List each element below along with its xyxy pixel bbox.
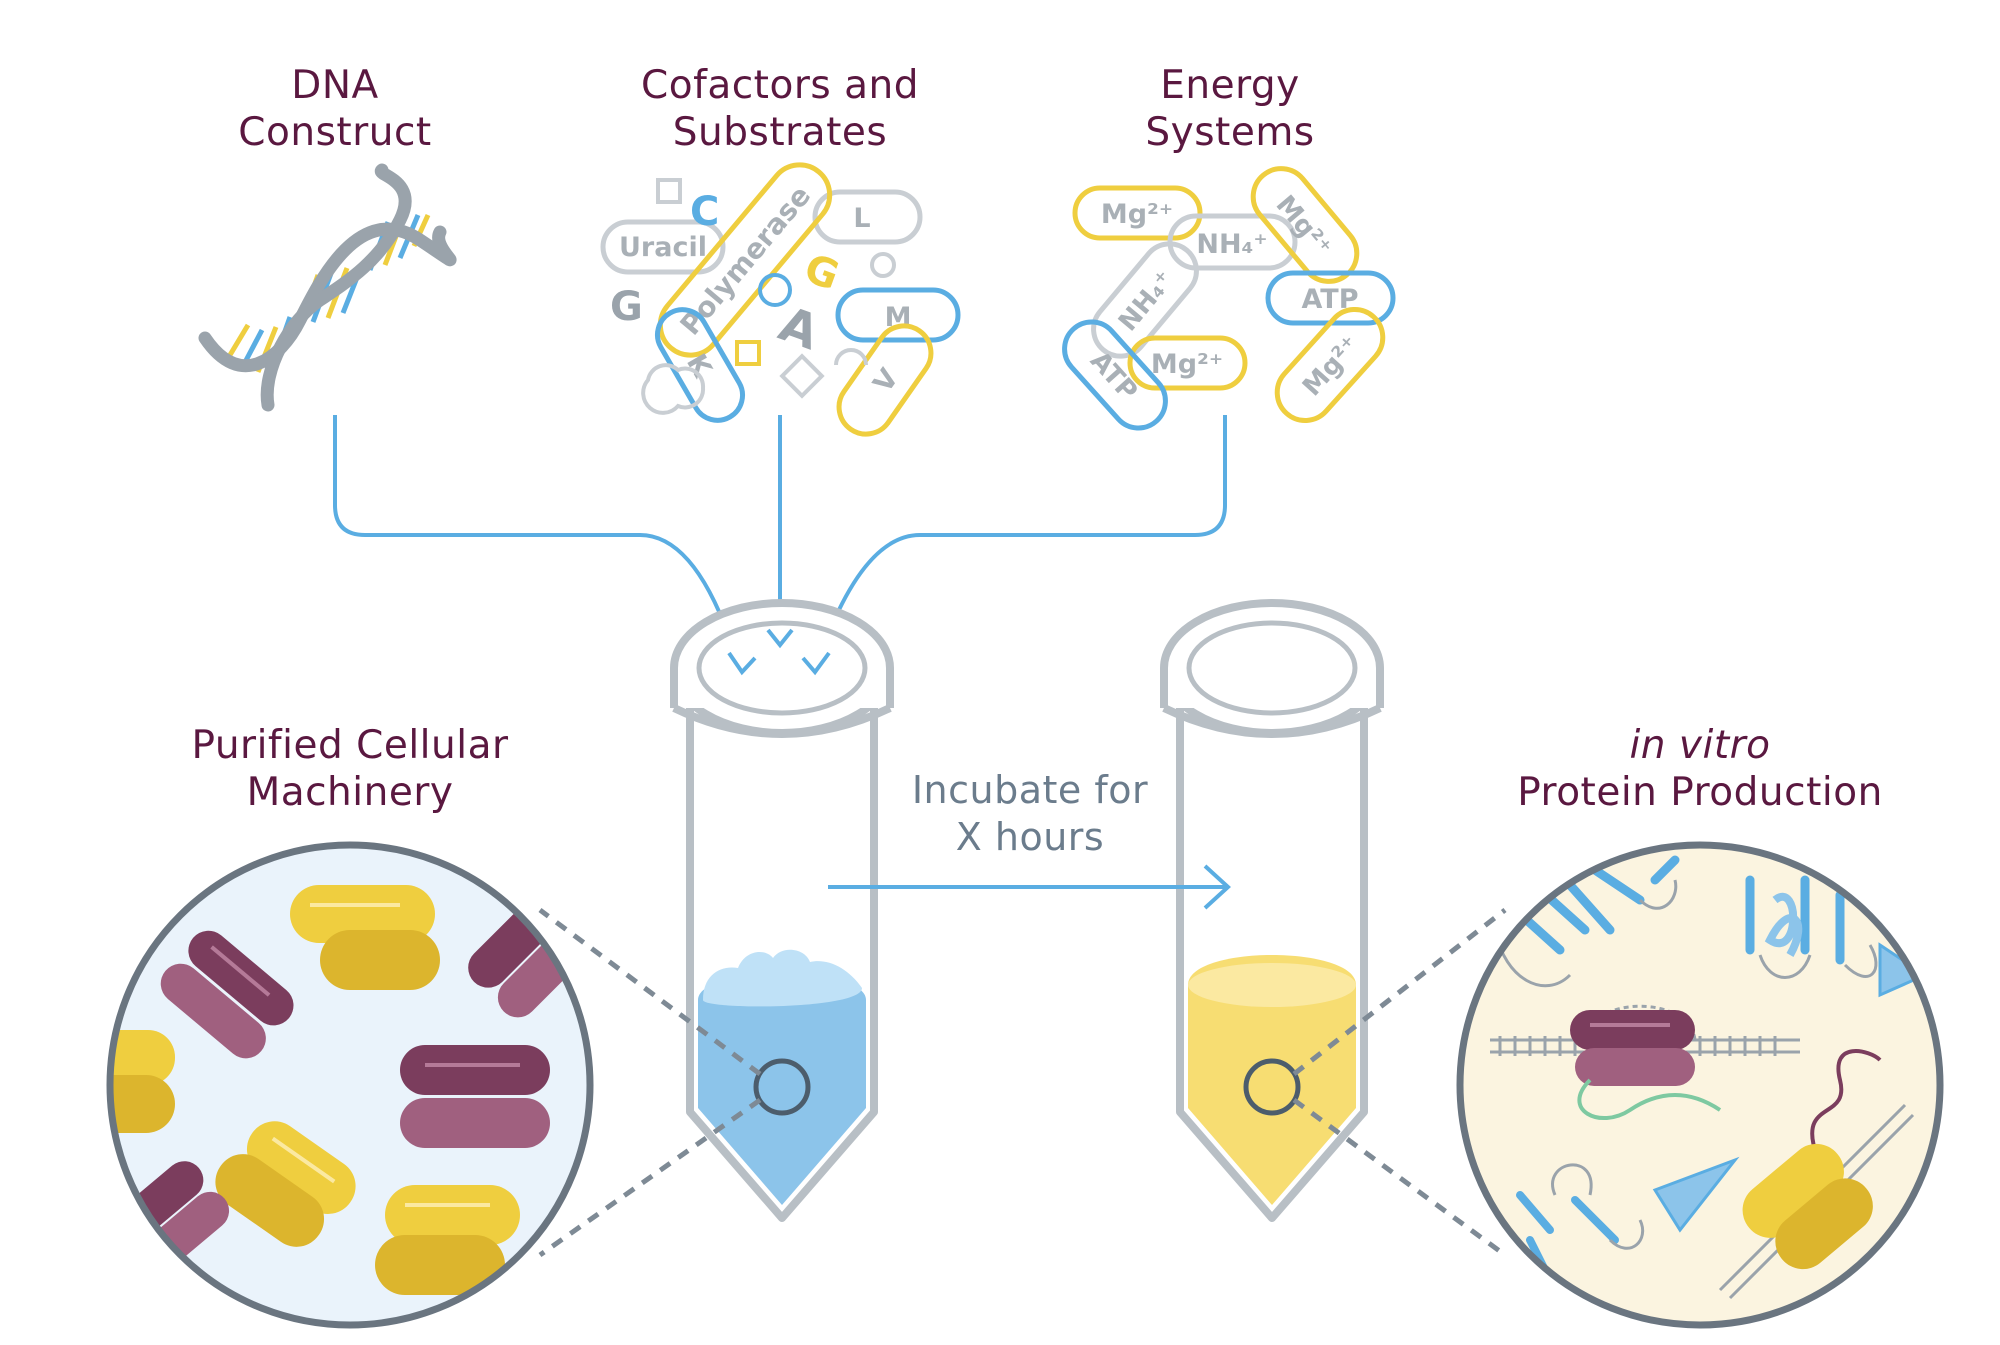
- mg-label-2: Mg²⁺: [1270, 190, 1338, 263]
- blue-solution: [698, 973, 866, 1205]
- energy-line1: Energy: [1160, 63, 1300, 108]
- v-label: V: [868, 363, 905, 398]
- small-circle: [870, 252, 896, 278]
- yellow-ribosome: [110, 1030, 175, 1133]
- m-pill: [835, 287, 961, 343]
- label-machinery: Purified Cellular Machinery: [160, 722, 540, 816]
- cofactors-line1: Cofactors and: [641, 63, 919, 108]
- mg-pill-4: Mg²⁺: [1274, 307, 1386, 423]
- yellow-ribosome: [290, 885, 440, 990]
- diamond-shape: [779, 353, 825, 399]
- machinery-line1: Purified Cellular: [191, 723, 509, 768]
- c-letter: C: [690, 189, 719, 235]
- yellow-solution: [1188, 955, 1356, 1205]
- reaction-tube-left: [670, 599, 894, 1222]
- zoom-connectors: [538, 907, 1507, 1258]
- incubate-line1: Incubate for: [911, 768, 1149, 812]
- reaction-tube-right: [1160, 599, 1384, 1222]
- cofactor-pills: Uracil L M Polymerase K V C G G A: [600, 162, 961, 437]
- column-dividers: [108, 45, 1454, 470]
- label-cofactors: Cofactors and Substrates: [610, 62, 950, 156]
- l-pill: [812, 189, 923, 245]
- helix-shape: [1764, 893, 1803, 957]
- solution-foam: [703, 949, 862, 1007]
- square-shape: [656, 178, 682, 204]
- nascent-chain: [1810, 1049, 1882, 1151]
- plum-ribosome: [400, 1045, 550, 1148]
- energy-pills: Mg²⁺ NH₄⁺ Mg²⁺ ATP NH₄⁺ Mg²⁺ ATP Mg²⁺: [1062, 166, 1396, 431]
- dna-arrow: [333, 415, 740, 670]
- yellow-ribosome-translating: [1742, 1143, 1873, 1270]
- machinery-zoom-circle: [106, 841, 594, 1329]
- dna-line2: Construct: [238, 110, 432, 155]
- mg-label-1: Mg²⁺: [1101, 199, 1173, 230]
- energy-line2: Systems: [1145, 110, 1315, 155]
- mg-label-3: Mg²⁺: [1151, 349, 1223, 380]
- mg-label-4: Mg²⁺: [1297, 330, 1366, 402]
- incubate-arrow: [828, 864, 1231, 910]
- yellow-ribosome: [215, 1121, 356, 1247]
- square-shape-yellow: [735, 340, 761, 366]
- peptide-chain: [1577, 1078, 1722, 1120]
- triangle-protein: [1652, 1156, 1740, 1233]
- label-protein-production: in vitro Protein Production: [1480, 722, 1920, 816]
- mg-pill-3: [1127, 335, 1248, 391]
- label-dna-construct: DNA Construct: [195, 62, 475, 156]
- tube-arrowheads: [727, 628, 831, 676]
- zoom-ring-right: [1243, 1058, 1301, 1116]
- yellow-ribosome: [375, 1185, 520, 1295]
- mg-pill-1: [1072, 185, 1203, 241]
- g-letter: G: [610, 284, 643, 330]
- nh4-pill-2: NH₄⁺: [1091, 241, 1199, 359]
- mrna-track: [1490, 1004, 1800, 1056]
- g-letter-yellow: G: [798, 245, 845, 299]
- uracil-pill: [600, 219, 726, 275]
- protein-zoom-circle: [1456, 841, 1944, 1329]
- dna-line1: DNA: [291, 63, 379, 108]
- l-label: L: [853, 203, 870, 234]
- zoom-ring-left: [753, 1058, 811, 1116]
- machinery-line2: Machinery: [246, 770, 454, 815]
- cloud-shape: [641, 363, 706, 415]
- output-line1: in vitro: [1629, 723, 1771, 768]
- dna-helix-icon: [198, 163, 457, 412]
- output-line2: Protein Production: [1517, 770, 1883, 815]
- arc-shape: [834, 348, 868, 366]
- label-energy-systems: Energy Systems: [1090, 62, 1370, 156]
- plum-ribosome-translating: [1570, 1010, 1695, 1086]
- cofactors-line2: Substrates: [672, 110, 888, 155]
- nh4-label-1: NH₄⁺: [1196, 229, 1267, 260]
- uracil-label: Uracil: [619, 232, 707, 263]
- label-incubate: Incubate for X hours: [880, 767, 1180, 861]
- nh4-label-2: NH₄⁺: [1113, 265, 1180, 337]
- ring-shape: [758, 273, 792, 307]
- plum-ribosome: [160, 930, 294, 1059]
- incubate-line2: X hours: [955, 815, 1105, 859]
